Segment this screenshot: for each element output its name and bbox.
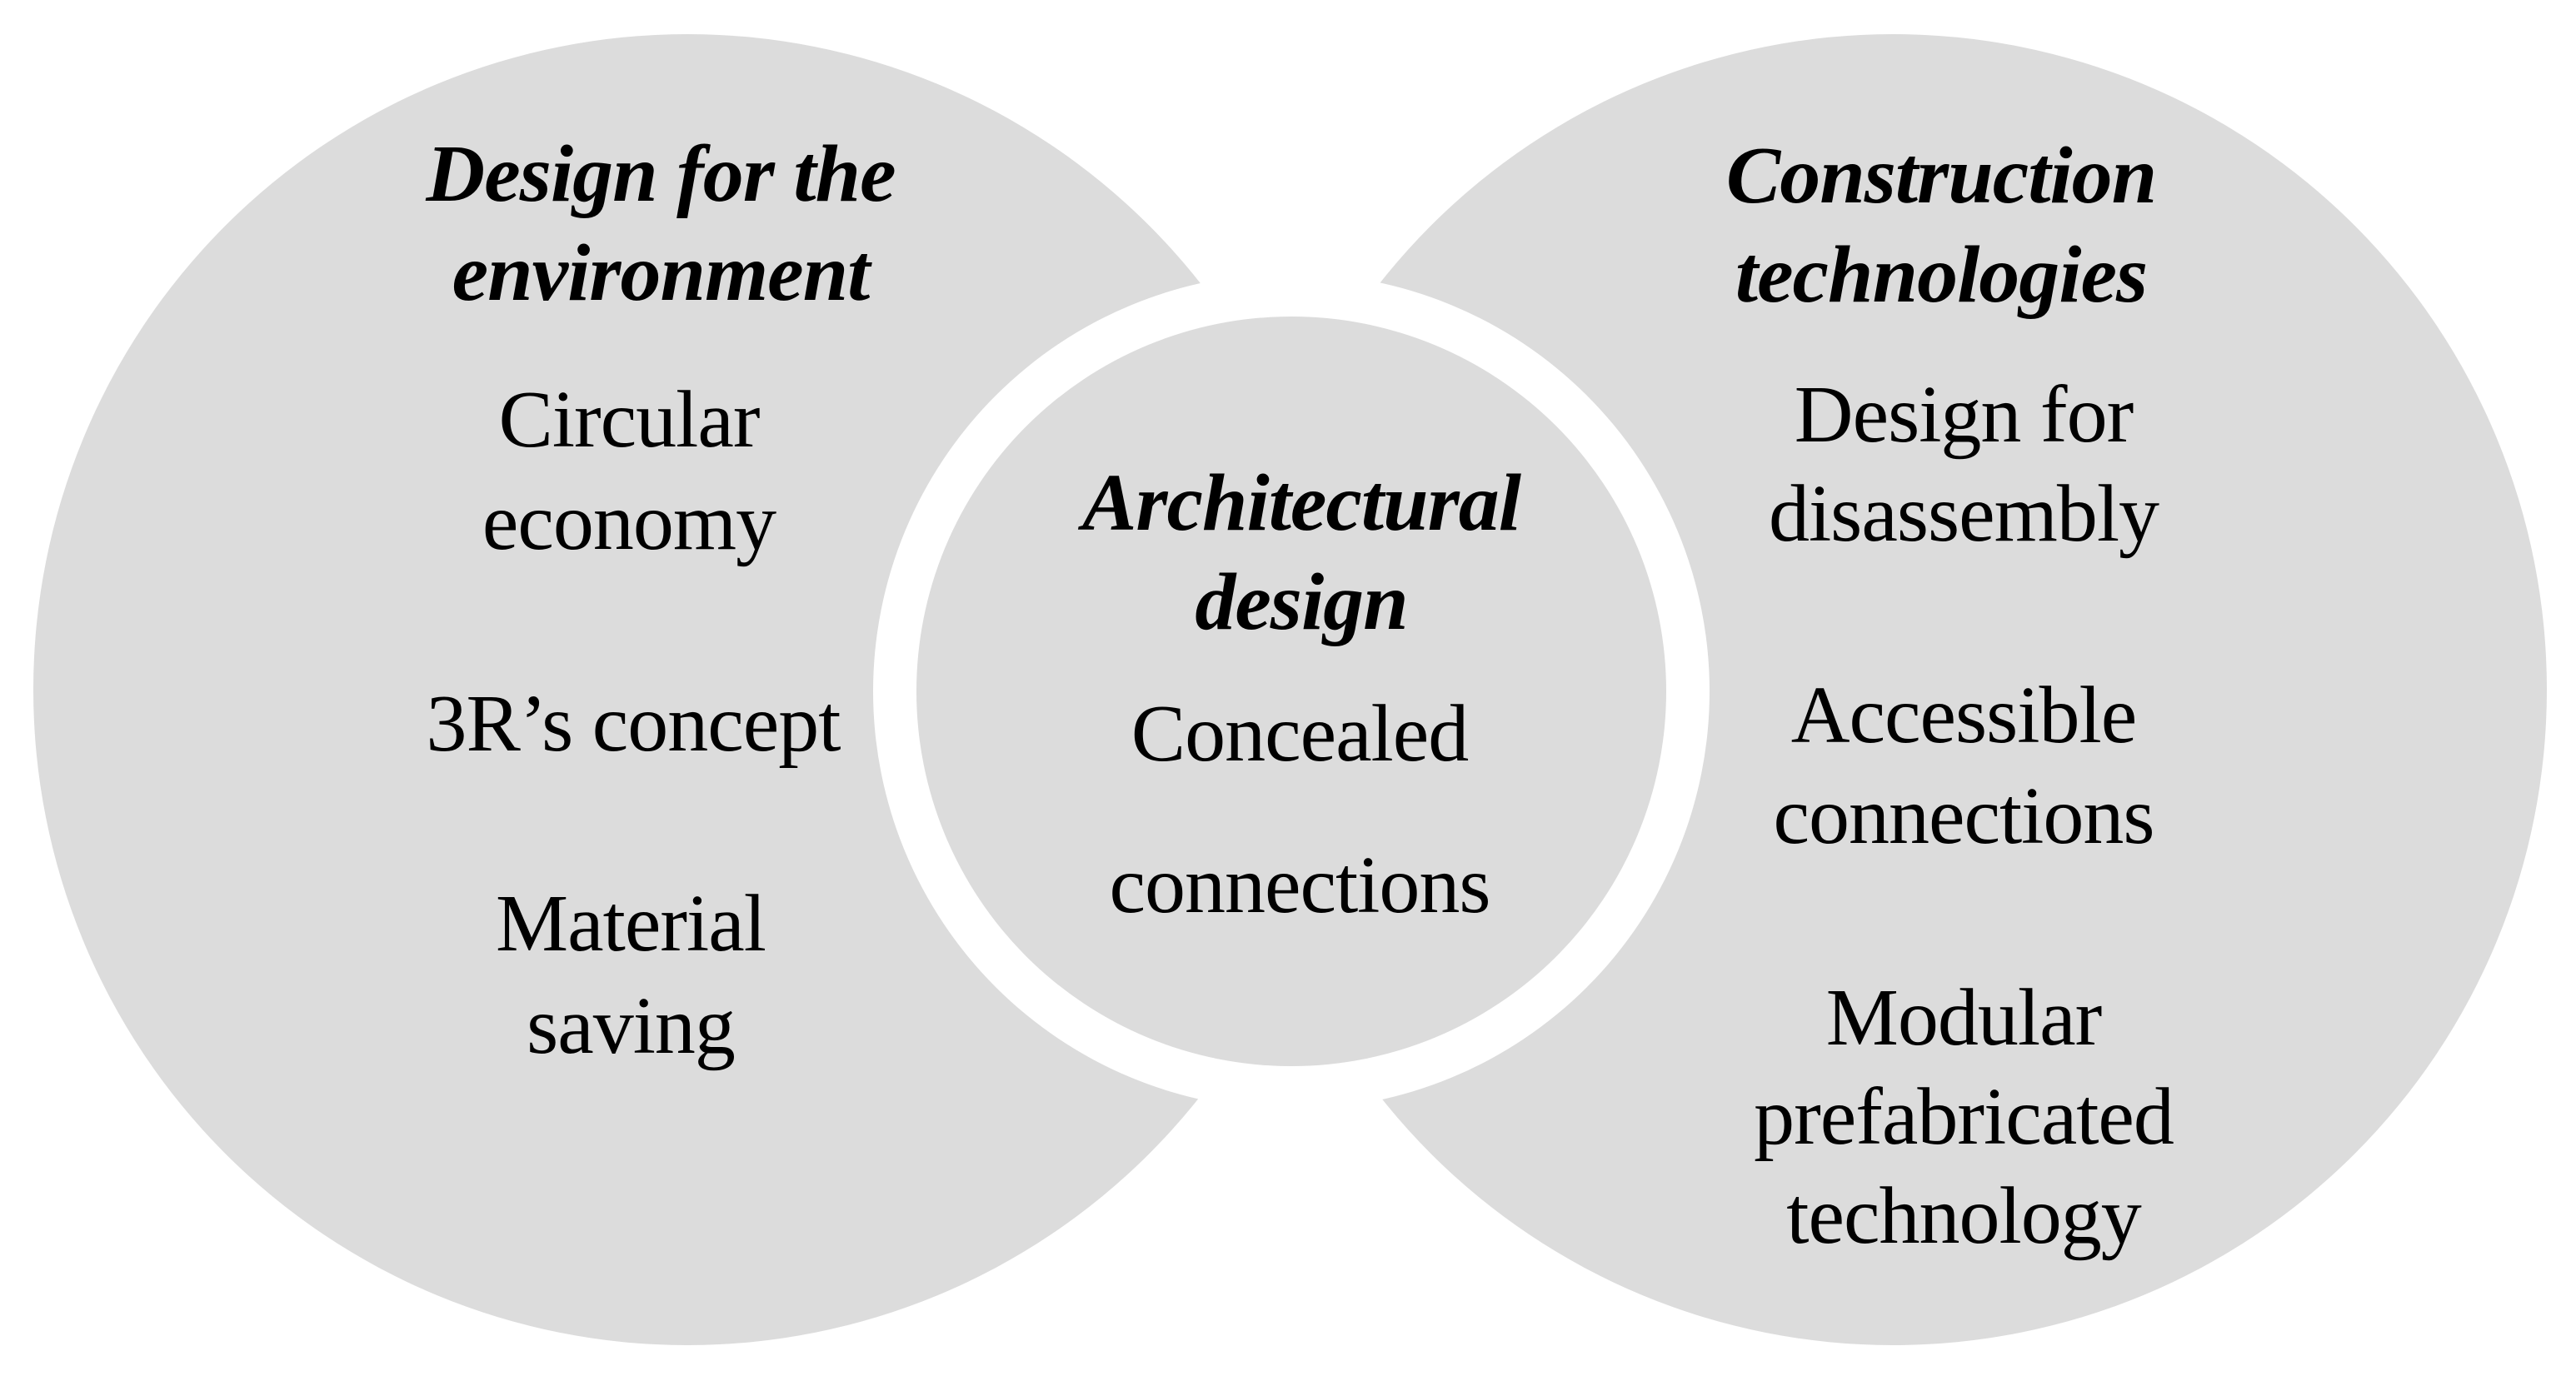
left-item-circular-economy-line-2: economy [482, 477, 776, 567]
right-title-line-1: Construction [1725, 131, 2157, 221]
center-item-concealed-connections-line-2: connections [1109, 840, 1490, 930]
left-title-line-1: Design for the [426, 129, 896, 219]
left-item-circular-economy-line-1: Circular [498, 375, 760, 465]
left-item-material-saving-line-1: Material [496, 879, 766, 969]
right-item-design-for-disassembly-line-1: Design for [1794, 370, 2134, 460]
left-item-material-saving-line-2: saving [527, 981, 736, 1071]
left-item-3rs-concept: 3R’s concept [426, 679, 841, 769]
right-item-accessible-connections-line-2: connections [1773, 771, 2154, 861]
right-item-modular-prefab-line-2: prefabricated [1754, 1072, 2174, 1162]
left-title-line-2: environment [452, 228, 871, 318]
center-item-concealed-connections-line-1: Concealed [1131, 689, 1470, 779]
right-item-design-for-disassembly-line-2: disassembly [1768, 469, 2159, 559]
right-title-line-2: technologies [1735, 230, 2148, 320]
center-title-line-1: Architectural [1081, 458, 1521, 548]
center-title-line-2: design [1195, 557, 1408, 647]
architectural-design-circle [916, 317, 1666, 1066]
right-item-modular-prefab-line-3: technology [1786, 1171, 2141, 1261]
right-item-accessible-connections-line-1: Accessible [1790, 671, 2137, 760]
right-item-modular-prefab-line-1: Modular [1825, 973, 2102, 1063]
